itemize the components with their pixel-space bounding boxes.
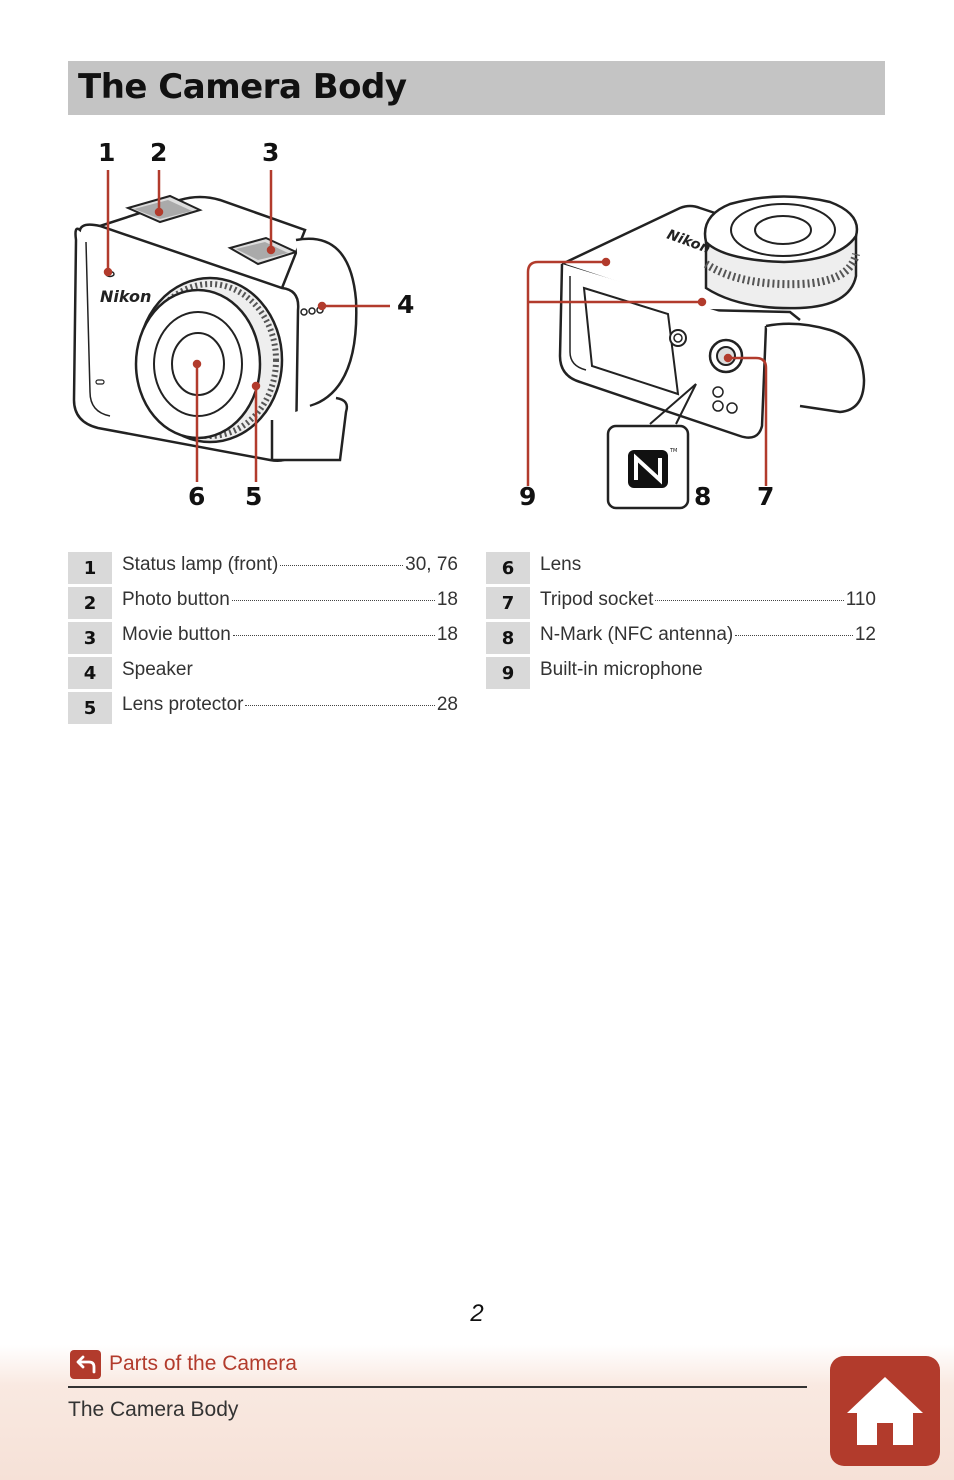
callout-1: 1 [98, 138, 116, 167]
part-entry: Lens protector 28 [122, 694, 458, 722]
callout-5: 5 [245, 482, 263, 511]
page-reference[interactable]: 12 [854, 624, 876, 645]
camera-front-illustration: Nikon 1 2 3 4 5 6 [60, 130, 440, 530]
part-entry: Photo button 18 [122, 589, 458, 617]
leader-dots [245, 705, 435, 706]
part-label: Movie button [122, 624, 231, 645]
leader-dots [655, 600, 844, 601]
parts-list-left: 1 Status lamp (front) 30, 76 2 Photo but… [68, 550, 458, 725]
part-entry: Speaker [122, 659, 458, 687]
brand-logo-left: Nikon [100, 287, 151, 306]
part-number: 2 [68, 587, 112, 619]
page-number: 2 [470, 1300, 484, 1327]
page-reference[interactable]: 28 [436, 694, 458, 715]
list-item: 9 Built-in microphone [486, 655, 876, 690]
callout-6: 6 [188, 482, 206, 511]
page-reference[interactable]: 30, 76 [405, 554, 458, 575]
part-label: N-Mark (NFC antenna) [540, 624, 734, 645]
back-to-section-link[interactable]: Parts of the Camera [70, 1349, 297, 1379]
callout-8: 8 [694, 482, 712, 511]
list-item: 5 Lens protector 28 [68, 690, 458, 725]
section-title-bar: The Camera Body [68, 61, 885, 115]
part-entry: Movie button 18 [122, 624, 458, 652]
part-number: 7 [486, 587, 530, 619]
part-number: 4 [68, 657, 112, 689]
breadcrumb: The Camera Body [68, 1398, 239, 1421]
list-item: 2 Photo button 18 [68, 585, 458, 620]
page-reference[interactable]: 18 [436, 589, 458, 610]
callout-9: 9 [519, 482, 537, 511]
part-entry: Tripod socket 110 [540, 589, 876, 617]
n-mark-icon: TM [628, 448, 677, 488]
camera-bottom-drawing: Nikon TM [526, 195, 866, 510]
list-item: 8 N-Mark (NFC antenna) 12 [486, 620, 876, 655]
page-title: The Camera Body [78, 67, 407, 107]
camera-front-drawing: Nikon [72, 170, 390, 482]
list-item: 1 Status lamp (front) 30, 76 [68, 550, 458, 585]
part-number: 9 [486, 657, 530, 689]
part-entry: Status lamp (front) 30, 76 [122, 554, 458, 582]
part-entry: Built-in microphone [540, 659, 876, 687]
list-item: 4 Speaker [68, 655, 458, 690]
part-number: 3 [68, 622, 112, 654]
list-item: 3 Movie button 18 [68, 620, 458, 655]
page-reference[interactable]: 18 [436, 624, 458, 645]
callout-2: 2 [150, 138, 168, 167]
footer-background [0, 1345, 954, 1480]
part-number: 6 [486, 552, 530, 584]
footer-divider [68, 1386, 807, 1388]
part-label: Lens [540, 554, 582, 575]
page-reference[interactable]: 110 [845, 589, 876, 610]
part-label: Status lamp (front) [122, 554, 279, 575]
leader-dots [231, 600, 435, 601]
parts-list-right: 6 Lens 7 Tripod socket 110 8 N-Mark (NFC… [486, 550, 876, 690]
part-number: 1 [68, 552, 112, 584]
leader-dots [735, 635, 853, 636]
part-label: Photo button [122, 589, 230, 610]
callout-3: 3 [262, 138, 280, 167]
part-entry: Lens [540, 554, 876, 582]
list-item: 6 Lens [486, 550, 876, 585]
part-number: 8 [486, 622, 530, 654]
return-arrow-icon[interactable] [70, 1349, 101, 1379]
leader-dots [232, 635, 435, 636]
list-item: 7 Tripod socket 110 [486, 585, 876, 620]
part-label: Lens protector [122, 694, 244, 715]
leader-dots [280, 565, 404, 566]
callout-4: 4 [397, 290, 415, 319]
part-label: Built-in microphone [540, 659, 703, 680]
svg-text:TM: TM [669, 448, 677, 454]
home-icon [847, 1377, 923, 1445]
camera-bottom-illustration: Nikon TM 9 8 7 [500, 180, 890, 530]
part-number: 5 [68, 692, 112, 724]
part-label: Tripod socket [540, 589, 654, 610]
part-label: Speaker [122, 659, 193, 680]
callout-7: 7 [757, 482, 775, 511]
part-entry: N-Mark (NFC antenna) 12 [540, 624, 876, 652]
back-link-label[interactable]: Parts of the Camera [109, 1352, 297, 1375]
home-button[interactable] [830, 1356, 940, 1466]
